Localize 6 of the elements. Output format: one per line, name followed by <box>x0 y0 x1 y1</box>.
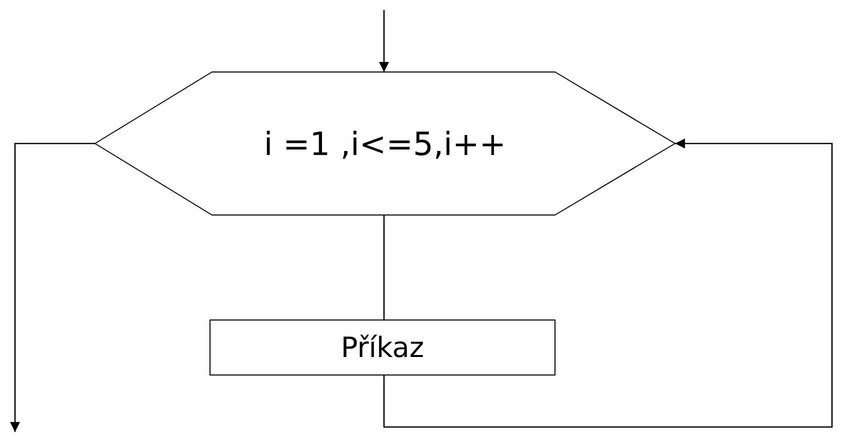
arrow <box>383 138 833 428</box>
node-label: i =1 ,i<=5,i++ <box>264 124 506 162</box>
arrow <box>379 10 389 72</box>
connector-line <box>383 215 385 320</box>
arrow <box>10 142 95 432</box>
node-label: Příkaz <box>340 331 424 364</box>
